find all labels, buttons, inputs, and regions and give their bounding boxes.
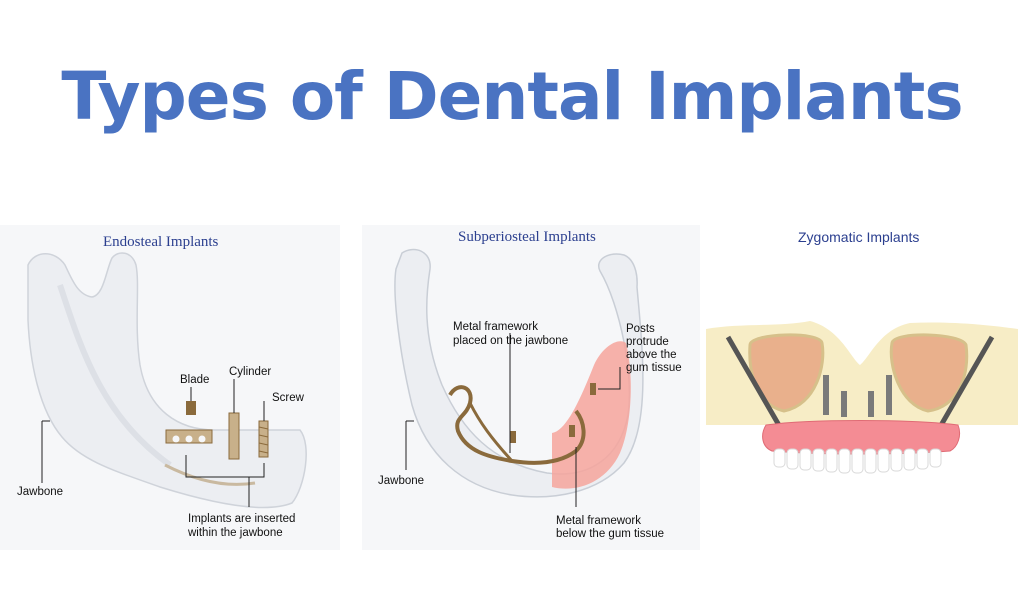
posts-label-line2: protrude	[626, 336, 669, 348]
endosteal-title: Endosteal Implants	[103, 234, 219, 250]
cylinder-label: Cylinder	[229, 366, 272, 378]
framework-on-label-line1: Metal framework	[453, 321, 538, 333]
screw-label: Screw	[272, 392, 304, 404]
framework-on-label-line2: placed on the jawbone	[453, 335, 569, 347]
zygomatic-illustration	[706, 321, 1018, 474]
zygomatic-panel: Zygomatic Implants	[700, 225, 1024, 550]
posts-label-line1: Posts	[626, 323, 655, 335]
inserted-label-line2: within the jawbone	[188, 527, 283, 539]
endosteal-jaw-illustration	[0, 225, 340, 550]
subperiosteal-panel: Subperiosteal Implants Metal framework p…	[362, 225, 700, 550]
jawbone-label: Jawbone	[17, 486, 64, 498]
framework-below-label-line1: Metal framework	[556, 515, 641, 527]
posts-label-line3: above the	[626, 349, 677, 361]
subperiosteal-jaw-illustration	[362, 225, 700, 550]
blade-label: Blade	[180, 374, 210, 386]
page-title: Types of Dental Implants	[61, 58, 963, 135]
posts-label-line4: gum tissue	[626, 362, 682, 374]
framework-below-label-line2: below the gum tissue	[556, 528, 665, 540]
endosteal-panel: Endosteal Implants Blade Cylinder Screw …	[0, 225, 340, 550]
jawbone-label: Jawbone	[378, 475, 425, 487]
inserted-label-line1: Implants are inserted	[188, 513, 296, 525]
zygomatic-title: Zygomatic Implants	[798, 229, 920, 245]
subperiosteal-title: Subperiosteal Implants	[458, 229, 596, 245]
